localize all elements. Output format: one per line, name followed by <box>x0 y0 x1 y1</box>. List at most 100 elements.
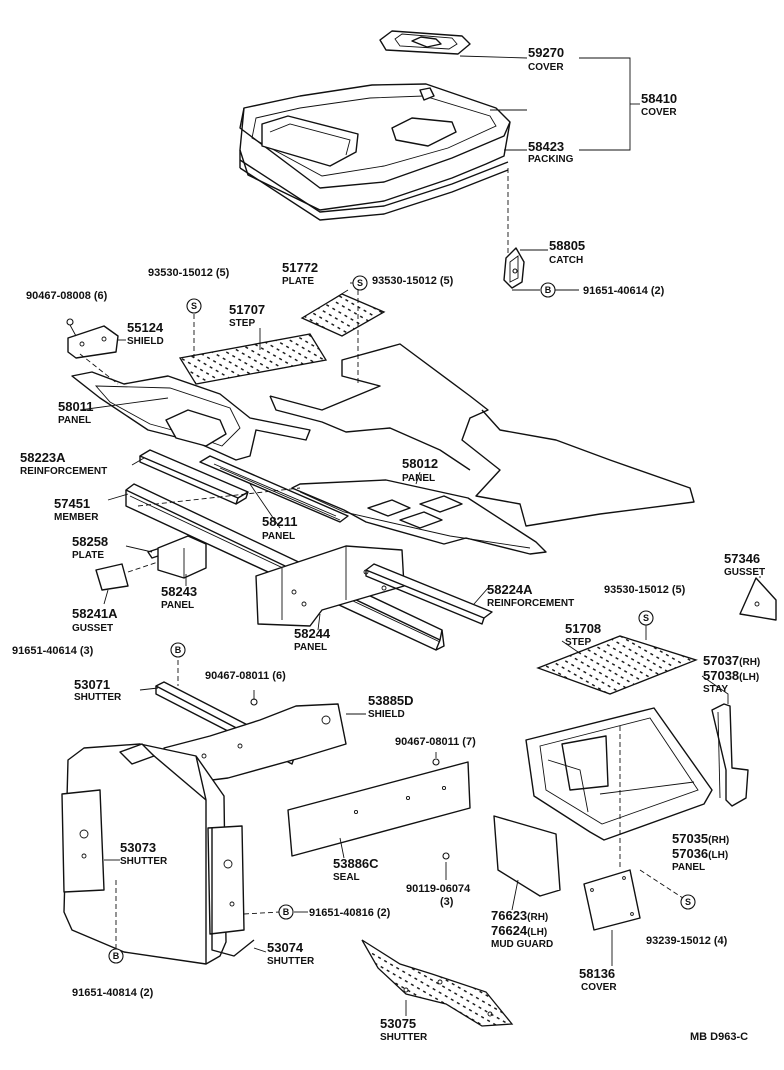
svg-text:B: B <box>283 907 290 917</box>
shutter-53073-drawing <box>61 743 245 965</box>
catch-58805-drawing <box>503 247 525 289</box>
part-name-58805: CATCH <box>549 255 583 266</box>
part-qty-90119-06074: (3) <box>440 896 454 908</box>
part-number-58223a: 58223A <box>20 450 66 465</box>
diagram-reference: MB D963-C <box>690 1031 748 1043</box>
part-name-58241a: GUSSET <box>72 623 113 634</box>
part-name-58423: PACKING <box>528 154 574 165</box>
part-number-90467-08008: 90467-08008 (6) <box>26 290 108 302</box>
part-number-57037: 57037(RH) <box>703 653 760 668</box>
part-number-57451: 57451 <box>54 496 90 511</box>
part-number-58258: 58258 <box>72 534 108 549</box>
part-name-58011: PANEL <box>58 415 91 426</box>
cover-58136-drawing <box>583 869 641 931</box>
step-51708-drawing <box>536 635 698 695</box>
part-name-58211: PANEL <box>262 531 295 542</box>
part-name-53074: SHUTTER <box>267 956 315 967</box>
part-name-53073: SHUTTER <box>120 856 168 867</box>
svg-text:S: S <box>643 613 649 623</box>
part-number-93530-left: 93530-15012 (5) <box>148 267 230 279</box>
step-51707-drawing <box>178 333 328 385</box>
part-number-58410: 58410 <box>641 91 677 106</box>
part-number-91651-40814: 91651-40814 (2) <box>72 987 154 999</box>
part-number-90467-08011-b: 90467-08011 (7) <box>395 736 476 748</box>
marker-s-93530-left: S <box>186 298 202 314</box>
marker-b-91651-40816: B <box>278 904 294 920</box>
part-number-58136: 58136 <box>579 966 615 981</box>
part-number-57346: 57346 <box>724 551 760 566</box>
part-name-59270: COVER <box>528 62 564 73</box>
part-number-51772: 51772 <box>282 260 318 275</box>
svg-text:S: S <box>685 897 691 907</box>
part-name-58410: COVER <box>641 107 677 118</box>
cover-59270-drawing <box>379 30 471 55</box>
marker-b-91651-40614-a: B <box>540 282 556 298</box>
part-name-58243: PANEL <box>161 600 194 611</box>
svg-text:B: B <box>113 951 120 961</box>
part-number-57038: 57038(LH) <box>703 668 759 683</box>
part-number-91651-40614-b: 91651-40614 (3) <box>12 645 94 657</box>
part-name-57036: PANEL <box>672 862 705 873</box>
part-number-58241a: 58241A <box>72 606 118 621</box>
part-number-93530-mid: 93530-15012 (5) <box>372 275 454 287</box>
part-name-58258: PLATE <box>72 550 104 561</box>
marker-s-93530-mid: S <box>352 275 368 291</box>
part-number-51707: 51707 <box>229 302 265 317</box>
svg-text:B: B <box>175 645 182 655</box>
part-number-59270: 59270 <box>528 45 564 60</box>
part-name-58136: COVER <box>581 982 617 993</box>
shield-55124-drawing <box>66 318 119 359</box>
svg-text:S: S <box>191 301 197 311</box>
part-number-58224a: 58224A <box>487 582 533 597</box>
marker-b-91651-40614-b: B <box>170 642 186 658</box>
part-number-58243: 58243 <box>161 584 197 599</box>
part-number-53071: 53071 <box>74 677 110 692</box>
shutter-53075-drawing <box>361 939 514 1027</box>
part-number-51708: 51708 <box>565 621 601 636</box>
part-number-53885d: 53885D <box>368 693 414 708</box>
part-name-58224a: REINFORCEMENT <box>487 598 574 609</box>
part-number-58011: 58011 <box>58 399 93 414</box>
floor-outline-drawing <box>269 343 695 527</box>
mud-guard-76623-drawing <box>442 815 561 897</box>
part-number-58423: 58423 <box>528 139 564 154</box>
part-number-93530-right: 93530-15012 (5) <box>604 584 686 596</box>
reinforcement-58223a-drawing <box>139 449 249 505</box>
part-name-57346: GUSSET <box>724 567 765 578</box>
svg-text:S: S <box>357 278 363 288</box>
marker-s-93530-right: S <box>638 610 654 626</box>
part-number-53075: 53075 <box>380 1016 416 1031</box>
part-name-57451: MEMBER <box>54 512 99 523</box>
part-number-76624: 76624(LH) <box>491 923 547 938</box>
marker-b-91651-40814: B <box>108 948 124 964</box>
panel-58011-drawing <box>71 371 311 461</box>
part-number-57035: 57035(RH) <box>672 831 729 846</box>
part-number-90119-06074: 90119-06074 <box>406 883 471 895</box>
part-name-58244: PANEL <box>294 642 327 653</box>
part-name-53071: SHUTTER <box>74 692 122 703</box>
part-number-53073: 53073 <box>120 840 156 855</box>
part-name-51708: STEP <box>565 637 591 648</box>
part-number-58805: 58805 <box>549 238 585 253</box>
part-name-53885d: SHIELD <box>368 709 405 720</box>
cover-58410-drawing <box>239 83 511 221</box>
part-name-76624: MUD GUARD <box>491 939 553 950</box>
gusset-58241a-drawing <box>95 563 129 591</box>
part-number-91651-40816: 91651-40816 (2) <box>309 907 391 919</box>
part-number-58012: 58012 <box>402 456 438 471</box>
part-number-76623: 76623(RH) <box>491 908 548 923</box>
reinforcement-58224a-drawing <box>365 563 493 625</box>
part-name-58012: PANEL <box>402 473 435 484</box>
stay-57037-drawing <box>711 703 749 807</box>
part-name-51772: PLATE <box>282 276 314 287</box>
part-number-58244: 58244 <box>294 626 331 641</box>
seal-53886c-drawing <box>287 758 471 857</box>
part-number-58211: 58211 <box>262 514 297 529</box>
part-number-93239-15012: 93239-15012 (4) <box>646 935 728 947</box>
panel-58243-drawing <box>157 535 207 579</box>
part-name-53075: SHUTTER <box>380 1032 428 1043</box>
leader-lines <box>79 55 761 1016</box>
part-name-55124: SHIELD <box>127 336 164 347</box>
panel-57035-drawing <box>525 707 713 841</box>
